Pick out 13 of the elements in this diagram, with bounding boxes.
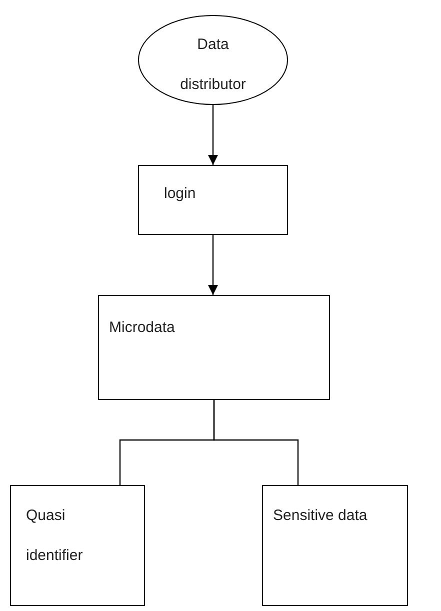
- ellipse-node: [138, 15, 288, 105]
- node-label: Data distributor: [179, 35, 247, 95]
- connector-line: [213, 400, 299, 485]
- arrow: [208, 105, 218, 165]
- process-box: [98, 295, 330, 400]
- node-label: Sensitive data: [273, 506, 368, 526]
- node-label: login: [164, 184, 197, 204]
- arrow: [208, 235, 218, 295]
- process-box: [262, 485, 408, 606]
- node-label: Quasi identifier: [26, 506, 84, 566]
- process-box: [138, 165, 288, 235]
- process-box: [10, 485, 145, 606]
- node-label: Microdata: [109, 318, 176, 338]
